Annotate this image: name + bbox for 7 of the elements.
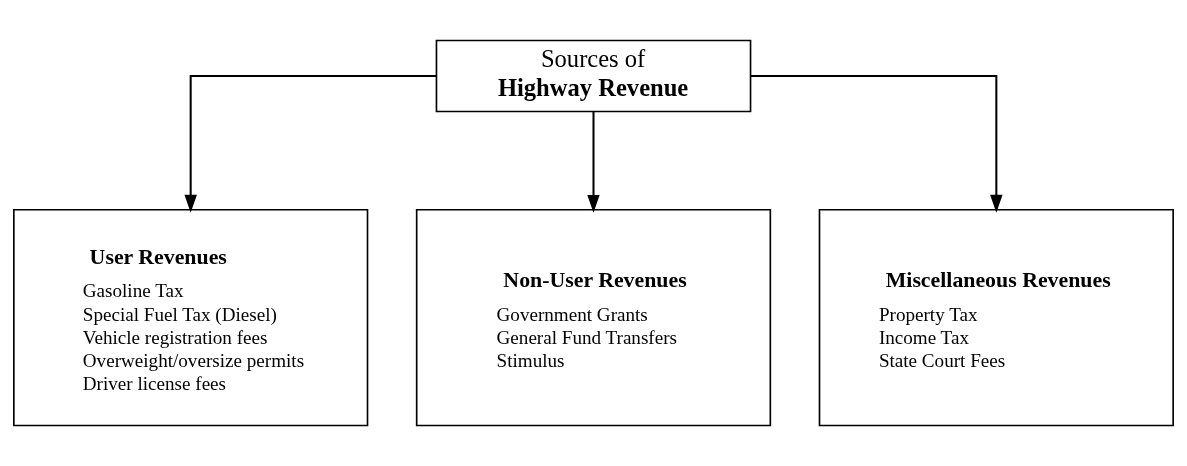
node-box: Non-User Revenues Government Grants General Fund Transfers Stimulus [415,208,772,427]
arrow [587,111,600,213]
node-box: Sources of Highway Revenue [435,39,752,113]
node-box: Miscellaneous Revenues Property Tax Income Tax State Court Fees [818,208,1174,427]
node-box: User Revenues Gasoline Tax Special Fuel Tax (Diesel) Vehicle registration fees Overweight/oversize permits Driver license fees [13,208,369,427]
arrow [184,74,437,213]
arrow [750,74,1003,213]
